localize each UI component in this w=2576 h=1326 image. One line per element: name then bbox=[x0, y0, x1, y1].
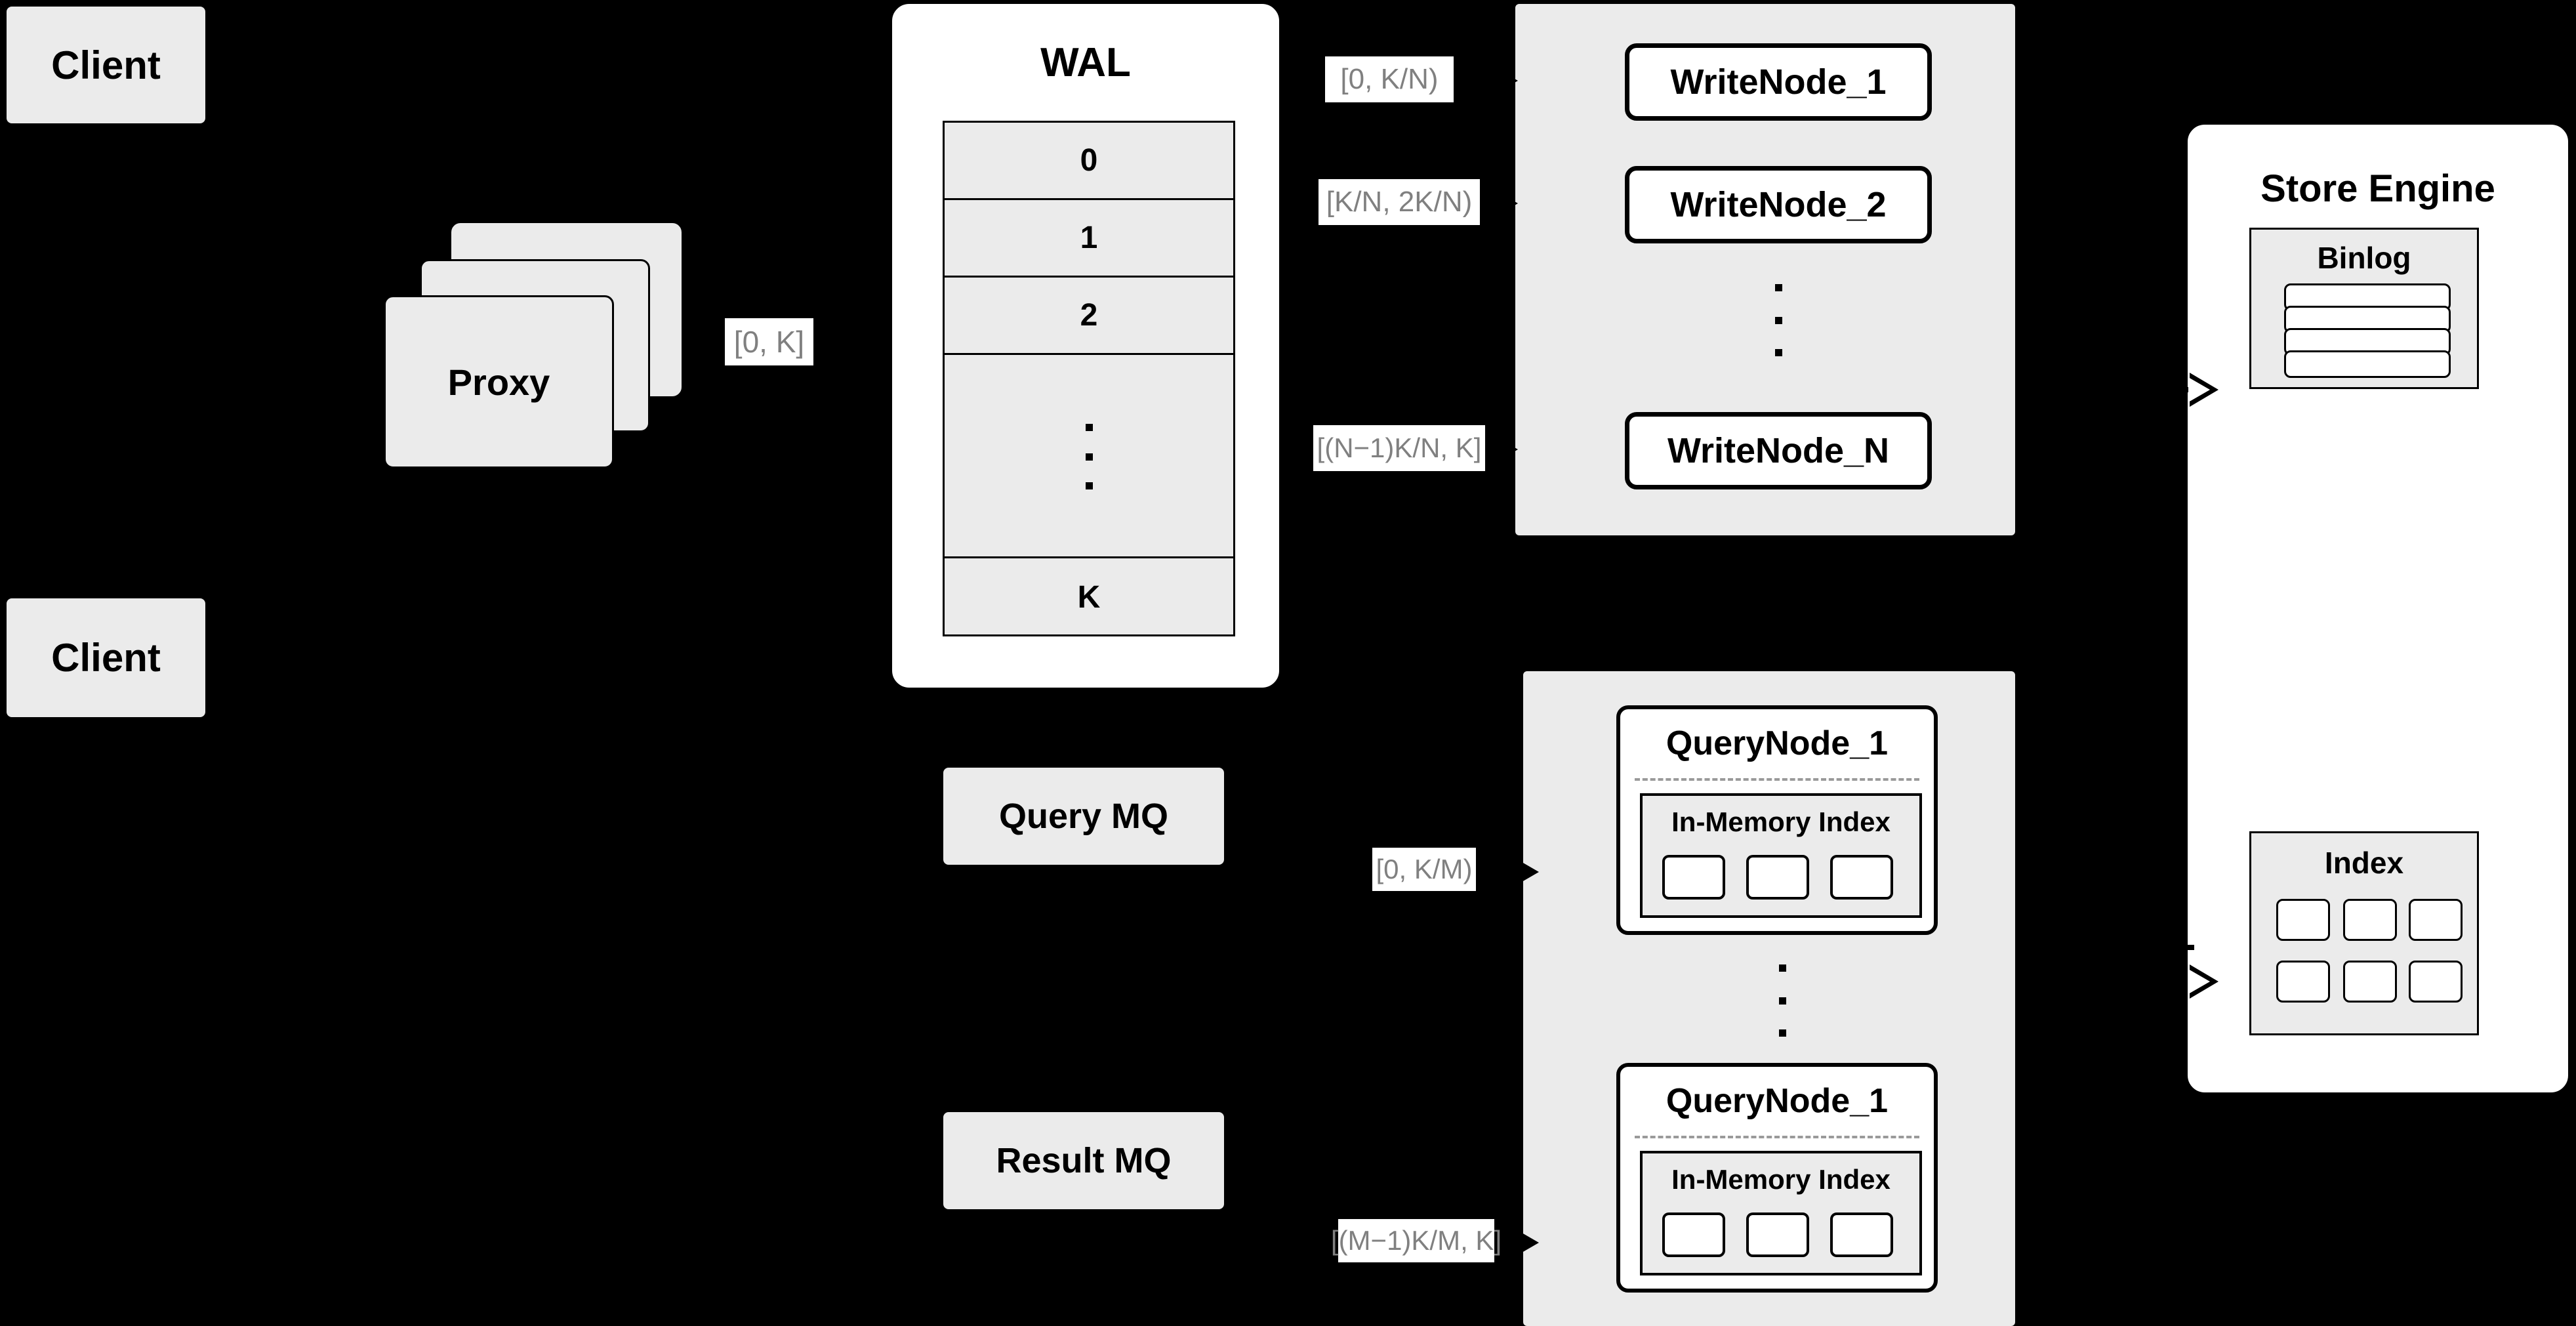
write-node-2[interactable]: WriteNode_2 bbox=[1625, 166, 1932, 243]
wal-entry-table: 0 1 2 K bbox=[943, 121, 1235, 636]
edge-label-proxy-to-wal-text: [0, K] bbox=[733, 325, 805, 359]
in-memory-index-slot bbox=[1746, 855, 1809, 900]
proxy-card-front[interactable]: Proxy bbox=[384, 295, 614, 468]
wal-row-label: 0 bbox=[1080, 143, 1098, 178]
wal-row: 2 bbox=[945, 278, 1233, 355]
proxy-label: Proxy bbox=[447, 361, 550, 403]
client-node-bottom-label: Client bbox=[51, 636, 161, 680]
edge-label-write-node-2: [K/N, 2K/N) bbox=[1319, 179, 1480, 225]
write-cluster-vertical-ellipsis-icon bbox=[1775, 284, 1782, 356]
edge-label-write-node-1: [0, K/N) bbox=[1325, 56, 1454, 102]
binlog-row bbox=[2284, 350, 2451, 378]
index-slot bbox=[2343, 961, 2397, 1003]
edge-label-write-node-n: [(N−1)K/N, K] bbox=[1313, 425, 1485, 471]
result-mq-label: Result MQ bbox=[996, 1141, 1172, 1180]
wal-row-label: 1 bbox=[1080, 220, 1098, 255]
write-node-1[interactable]: WriteNode_1 bbox=[1625, 43, 1932, 121]
client-node-top[interactable]: Client bbox=[5, 5, 207, 125]
write-node-cluster: WriteNode_1 WriteNode_2 WriteNode_N bbox=[1515, 4, 2015, 535]
store-engine-panel: Store Engine Binlog Index bbox=[2188, 125, 2568, 1092]
index-slot bbox=[2276, 899, 2330, 941]
index-title: Index bbox=[2324, 846, 2404, 880]
wal-row: K bbox=[945, 558, 1233, 636]
edge-label-write-node-n-text: [(N−1)K/N, K] bbox=[1317, 432, 1482, 463]
index-slot bbox=[2276, 961, 2330, 1003]
index-panel: Index bbox=[2249, 831, 2479, 1035]
wal-row-label: 2 bbox=[1080, 298, 1098, 333]
in-memory-index-slot bbox=[1830, 1212, 1893, 1257]
write-node-n[interactable]: WriteNode_N bbox=[1625, 412, 1932, 489]
query-node-last[interactable]: QueryNode_1 In-Memory Index bbox=[1616, 1063, 1938, 1293]
store-engine-title: Store Engine bbox=[2260, 167, 2495, 210]
edge-label-proxy-to-wal: [0, K] bbox=[725, 318, 813, 365]
query-cluster-vertical-ellipsis-icon bbox=[1779, 964, 1786, 1037]
wal-row: 0 bbox=[945, 123, 1233, 200]
query-node-1-label: QueryNode_1 bbox=[1666, 724, 1889, 762]
client-node-top-label: Client bbox=[51, 43, 161, 87]
wal-row-ellipsis bbox=[945, 355, 1233, 558]
in-memory-index-slot bbox=[1662, 855, 1725, 900]
client-node-bottom[interactable]: Client bbox=[5, 597, 207, 718]
write-node-1-label: WriteNode_1 bbox=[1670, 62, 1887, 102]
wal-panel: WAL 0 1 2 K bbox=[892, 4, 1279, 688]
query-node-1-divider bbox=[1635, 778, 1919, 781]
query-node-1[interactable]: QueryNode_1 In-Memory Index bbox=[1616, 705, 1938, 935]
wal-vertical-ellipsis-icon bbox=[1086, 424, 1093, 489]
in-memory-index-slot bbox=[1830, 855, 1893, 900]
binlog-panel: Binlog bbox=[2249, 228, 2479, 389]
edge-label-query-node-first: [0, K/M) bbox=[1372, 848, 1476, 891]
query-node-last-in-memory-index-title: In-Memory Index bbox=[1671, 1164, 1891, 1195]
result-mq-node[interactable]: Result MQ bbox=[943, 1112, 1224, 1209]
index-slot bbox=[2409, 961, 2463, 1003]
arrow-to-binlog bbox=[0, 0, 2576, 407]
index-slot bbox=[2343, 899, 2397, 941]
in-memory-index-slot bbox=[1746, 1212, 1809, 1257]
index-slot bbox=[2409, 899, 2463, 941]
query-mq-label: Query MQ bbox=[998, 797, 1169, 836]
wal-row-label: K bbox=[1077, 579, 1101, 615]
write-node-2-label: WriteNode_2 bbox=[1670, 185, 1887, 224]
wal-title: WAL bbox=[1040, 40, 1131, 85]
query-node-1-in-memory-index: In-Memory Index bbox=[1640, 793, 1922, 918]
binlog-title: Binlog bbox=[2317, 241, 2411, 275]
arrow-to-index bbox=[0, 34, 2576, 999]
wal-row: 1 bbox=[945, 200, 1233, 278]
in-memory-index-slot bbox=[1662, 1212, 1725, 1257]
query-node-last-in-memory-index: In-Memory Index bbox=[1640, 1151, 1922, 1275]
edge-label-query-node-last-text: [(M−1)K/M, K] bbox=[1330, 1225, 1502, 1256]
query-mq-node[interactable]: Query MQ bbox=[943, 768, 1224, 865]
write-node-n-label: WriteNode_N bbox=[1667, 431, 1890, 470]
edge-label-query-node-first-text: [0, K/M) bbox=[1376, 854, 1473, 884]
query-node-1-in-memory-index-title: In-Memory Index bbox=[1671, 806, 1891, 837]
edge-label-write-node-2-text: [K/N, 2K/N) bbox=[1326, 186, 1473, 218]
edge-label-query-node-last: [(M−1)K/M, K] bbox=[1331, 1219, 1502, 1262]
edge-label-write-node-1-text: [0, K/N) bbox=[1340, 63, 1439, 95]
query-node-cluster: QueryNode_1 In-Memory Index QueryNode_1 … bbox=[1523, 671, 2015, 1326]
query-node-last-label: QueryNode_1 bbox=[1666, 1082, 1889, 1120]
query-node-last-divider bbox=[1635, 1136, 1919, 1138]
